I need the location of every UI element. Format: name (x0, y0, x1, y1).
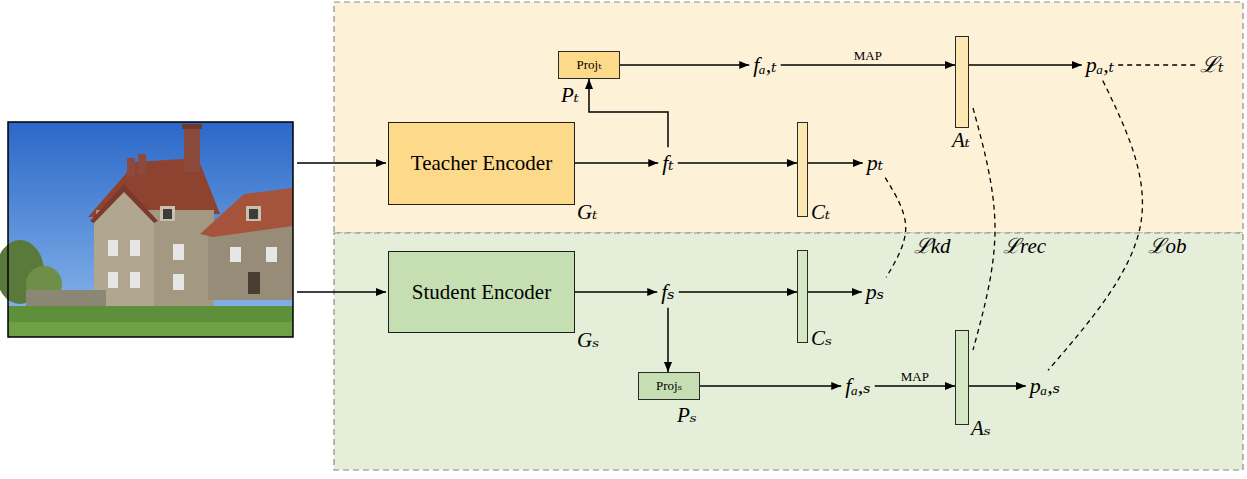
photo-frame (8, 122, 293, 337)
window (130, 272, 140, 288)
loss-link (1118, 64, 1196, 65)
flow-arrow (808, 291, 862, 293)
encoder-label: Teacher Encoder (411, 151, 552, 175)
loss-label: ℒkd (914, 234, 951, 258)
prediction-symbol: pₛ (866, 279, 884, 304)
prediction-symbol: pₐ,ₜ (1086, 52, 1114, 77)
flow-arrow (679, 291, 797, 293)
flow-arrow (808, 162, 863, 164)
symbol-label: Aₜ (952, 128, 970, 152)
flow-arrow (575, 162, 658, 164)
student-panel (334, 233, 1243, 470)
symbol-label: Pₜ (561, 83, 579, 107)
loss-label: ℒob (1148, 234, 1186, 258)
feature-symbol: fₐ,ₛ (845, 373, 870, 398)
projector-box: ProjₜPₜ (558, 51, 620, 79)
symbol-label: Pₛ (677, 403, 697, 427)
window (173, 244, 184, 260)
window (108, 240, 118, 256)
projector-label: Projₜ (577, 58, 602, 73)
chimney (138, 154, 146, 174)
window (163, 209, 172, 219)
symbol-label: Gₛ (577, 328, 599, 352)
loss-link (1048, 81, 1142, 371)
window (108, 272, 118, 288)
math-symbol: pₛ (866, 279, 884, 304)
window (266, 247, 277, 262)
flow-arrow (678, 162, 797, 164)
loss-symbol: ℒₜ (1200, 52, 1223, 77)
symbol-label: Cₜ (811, 200, 830, 224)
projector-box: ProjₛPₛ (638, 372, 700, 400)
feature-symbol: fₐ,ₜ (753, 52, 776, 77)
encoder-label: Student Encoder (412, 280, 551, 304)
symbol-label: Aₛ (971, 416, 991, 440)
grass (8, 306, 293, 337)
gable-edge (90, 184, 158, 223)
prediction-symbol: pₜ (867, 150, 883, 175)
flow-arrow (667, 308, 669, 372)
input-photo (0, 122, 293, 337)
grass (8, 322, 293, 337)
symbol-label: Cₛ (811, 326, 832, 350)
window (173, 274, 184, 290)
dormer (160, 206, 175, 221)
math-symbol: ℒₜ (1200, 52, 1223, 77)
operation-label: MAP (901, 370, 929, 385)
input-arrow (297, 291, 386, 293)
flow-arrow (875, 385, 955, 387)
feature-symbol: fₜ (662, 150, 674, 175)
wing-wall (208, 226, 293, 300)
loss-link (973, 108, 995, 350)
chimney (184, 126, 200, 172)
head-bar: Aₜ (955, 36, 969, 128)
math-symbol: fₜ (662, 150, 674, 175)
flow-arrow (589, 79, 668, 147)
math-symbol: pₜ (867, 150, 883, 175)
flow-arrow (620, 64, 749, 66)
loss-label: ℒrec (1003, 234, 1046, 258)
chimney (127, 158, 135, 176)
prediction-symbol: pₐ,ₛ (1030, 373, 1060, 398)
head-bar: Aₛ (955, 330, 969, 425)
sky (8, 122, 293, 337)
teacher-panel (334, 2, 1243, 233)
math-symbol: fₐ,ₛ (845, 373, 870, 398)
flow-arrow (781, 64, 955, 66)
window (249, 209, 258, 219)
loss-link (885, 178, 905, 278)
symbol-label: Gₜ (577, 200, 597, 224)
math-symbol: fₛ (661, 279, 675, 304)
window (230, 247, 241, 262)
door (248, 272, 260, 294)
projector-label: Projₛ (656, 379, 682, 394)
flow-arrow (969, 64, 1082, 66)
math-symbol: fₐ,ₜ (753, 52, 776, 77)
wing-roof (200, 188, 293, 237)
window (130, 240, 140, 256)
chimney-cap (182, 124, 202, 129)
feature-symbol: fₛ (661, 279, 675, 304)
classifier-bar: Cₜ (797, 122, 808, 217)
flow-arrow (575, 291, 657, 293)
encoder-box: Teacher EncoderGₜ (388, 122, 575, 205)
flow-arrow (700, 385, 841, 387)
math-symbol: pₐ,ₛ (1030, 373, 1060, 398)
operation-label: MAP (854, 49, 882, 64)
flow-arrow (969, 385, 1026, 387)
dormer (246, 206, 261, 221)
math-symbol: pₐ,ₜ (1086, 52, 1114, 77)
encoder-box: Student EncoderGₛ (388, 251, 575, 333)
input-arrow (297, 162, 386, 164)
classifier-bar: Cₛ (797, 250, 808, 343)
